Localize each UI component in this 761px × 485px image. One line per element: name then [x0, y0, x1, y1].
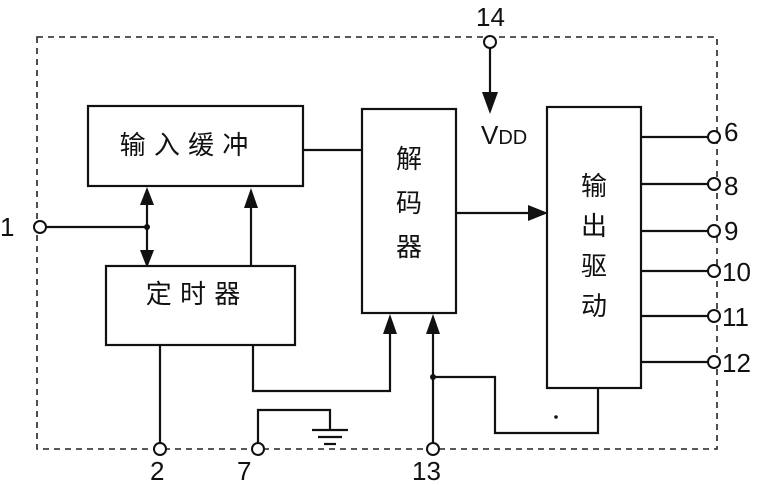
- bidir-arrow-up: [140, 187, 154, 205]
- timer-label: 定 时 器: [146, 280, 241, 310]
- pin-1-label: 1: [0, 212, 14, 242]
- decoder-block: [360, 107, 458, 315]
- pin-11-terminal: [707, 309, 721, 323]
- decoder-label-1: 解: [396, 145, 422, 175]
- pin-6-label: 6: [724, 117, 738, 147]
- pin-8-label: 8: [724, 171, 738, 201]
- pin-1-terminal: [33, 220, 47, 234]
- stray-dot: [554, 415, 558, 419]
- input-buffer-block: [86, 104, 305, 188]
- input-buffer-label: 输 入 缓 冲: [120, 131, 249, 161]
- pin13-to-decoder-arrow: [426, 314, 440, 334]
- output-driver-label-4: 动: [581, 292, 607, 322]
- vdd-label: VDD: [481, 120, 527, 150]
- output-driver-label-2: 出: [581, 212, 607, 242]
- timer-to-buffer-arrow: [244, 188, 258, 208]
- pin-13-label: 13: [412, 456, 441, 485]
- output-driver-label-1: 输: [581, 172, 607, 202]
- vdd-label-sub: DD: [498, 127, 527, 149]
- pin-9-label: 9: [724, 216, 738, 246]
- decoder-label-2: 码: [396, 189, 422, 219]
- timer-to-decoder-arrow: [383, 314, 397, 334]
- pin-9-terminal: [707, 224, 721, 238]
- pin-11-label: 11: [722, 302, 749, 332]
- bidir-arrow-down: [140, 250, 154, 268]
- timer-block: [104, 264, 297, 347]
- pin-10-terminal: [707, 264, 721, 278]
- pin-13-terminal: [426, 442, 440, 456]
- pin-8-terminal: [707, 177, 721, 191]
- pin-12-terminal: [707, 355, 721, 369]
- vdd-label-main: V: [481, 120, 499, 150]
- pin7-ground-wire: [256, 408, 332, 443]
- pin-10-label: 10: [722, 257, 751, 287]
- output-driver-block: [545, 105, 643, 390]
- output-driver-label-3: 驱: [581, 252, 607, 282]
- pin-2-terminal: [153, 442, 167, 456]
- pin-7-terminal: [251, 442, 265, 456]
- pin13-junction: [430, 374, 436, 380]
- chip-outline: [36, 36, 718, 450]
- decoder-label-3: 器: [396, 233, 422, 263]
- pin-6-terminal: [707, 130, 721, 144]
- pin-2-label: 2: [150, 456, 164, 485]
- decoder-to-driver-arrow: [528, 205, 548, 221]
- pin-12-label: 12: [722, 348, 751, 378]
- pin13-to-driver-wire: [433, 375, 600, 435]
- pin-14-terminal: [483, 35, 497, 49]
- pin-7-label: 7: [237, 456, 251, 485]
- vdd-arrow: [482, 92, 498, 114]
- timer-to-decoder-wire: [251, 330, 392, 393]
- pin-14-label: 14: [476, 2, 505, 32]
